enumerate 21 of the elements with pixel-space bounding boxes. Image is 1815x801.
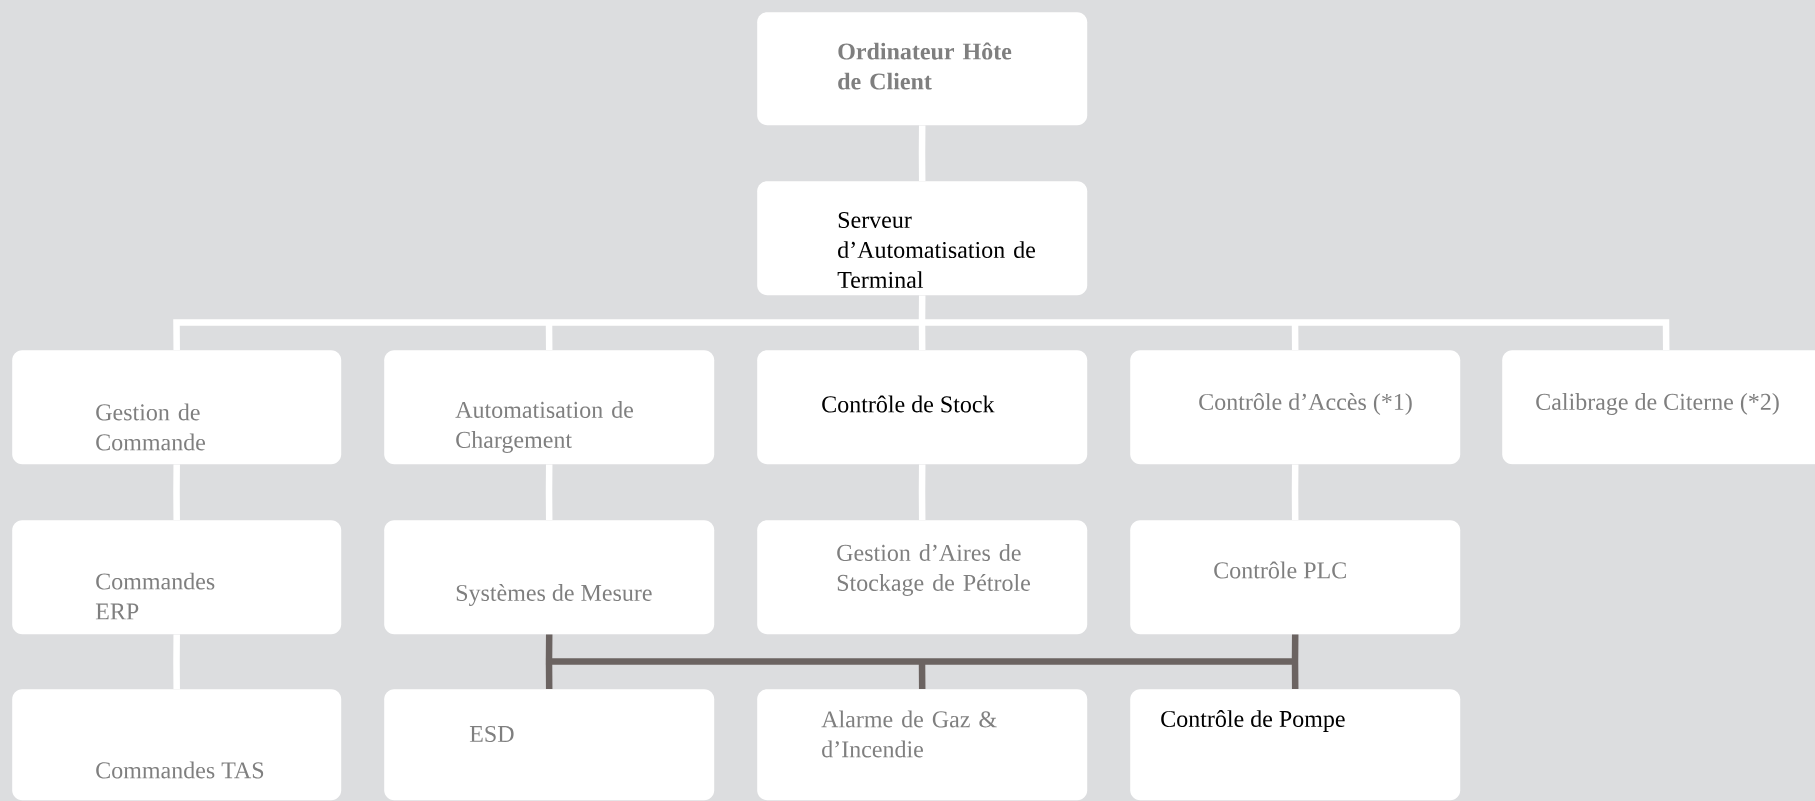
process-box: Ordinateur Hôte de Client (757, 12, 1088, 126)
process-box: Calibrage de Citerne (*2) (1502, 350, 1815, 465)
process-box: Contrôle de Stock (757, 350, 1088, 465)
process-box: Gestion de Commande (12, 350, 342, 465)
process-box: Alarme de Gaz & d’Incendie (757, 689, 1088, 801)
process-box: Commandes ERP (12, 520, 342, 635)
connector-line (918, 125, 926, 182)
process-box: Automatisation de Chargement (384, 350, 715, 465)
process-box: Serveur d’Automatisation de Terminal (757, 181, 1088, 296)
process-box: Contrôle d’Accès (*1) (1130, 350, 1461, 465)
process-box: Gestion d’Aires de Stockage de Pétrole (757, 520, 1088, 635)
process-box: Contrôle PLC (1130, 520, 1461, 635)
process-box: Systèmes de Mesure (384, 520, 715, 635)
process-box: Commandes TAS (12, 689, 342, 801)
connector-line (173, 634, 180, 690)
connector-line (545, 464, 553, 521)
process-box: Contrôle de Pompe (1130, 689, 1461, 801)
connector-line (173, 464, 180, 521)
process-box: ESD (384, 689, 715, 801)
connector-line (1291, 464, 1299, 521)
connector-line (918, 464, 926, 521)
